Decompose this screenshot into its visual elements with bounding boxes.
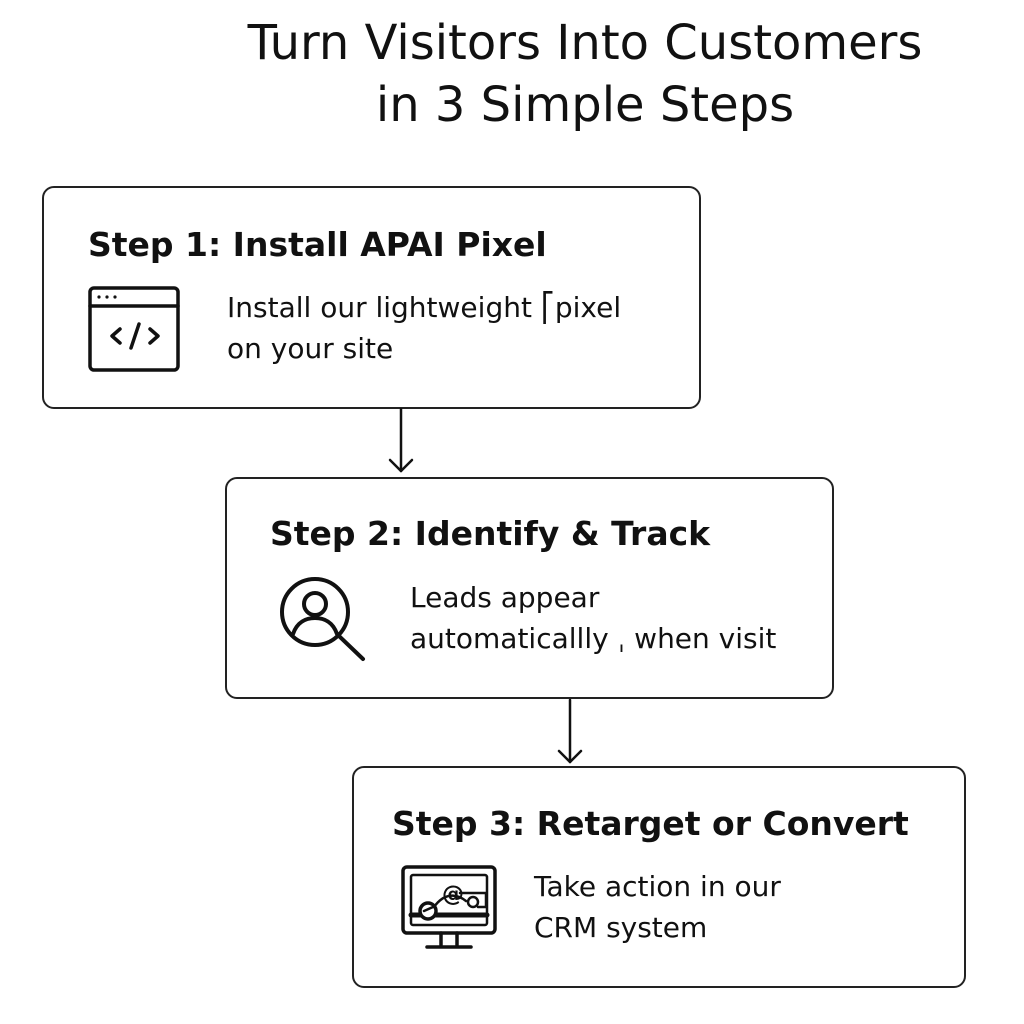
- step-1-description: Install our lightweight ⎡pixel on your s…: [227, 287, 621, 369]
- step-3-heading: Step 3: Retarget or Convert: [392, 804, 909, 843]
- step-3-description-line-1: Take action in our: [534, 870, 781, 903]
- step-2-card: Step 2: Identify & Track Leads appear au…: [225, 477, 834, 699]
- arrow-down-icon: [557, 699, 583, 764]
- step-1-card: Step 1: Install APAI Pixel Install our l…: [42, 186, 701, 409]
- step-2-description-line-2: automaticallly ˌ when visit: [410, 622, 777, 655]
- step-1-heading: Step 1: Install APAI Pixel: [88, 225, 547, 264]
- step-1-description-line-1: Install our lightweight ⎡pixel: [227, 291, 622, 324]
- step-3-card: Step 3: Retarget or Convert @ Take actio…: [352, 766, 966, 988]
- step-2-description-line-1: Leads appear: [410, 581, 600, 614]
- code-window-icon: [88, 286, 182, 376]
- step-3-description: Take action in our CRM system: [534, 866, 781, 948]
- arrow-down-icon: [388, 408, 414, 473]
- title-line-1: Turn Visitors Into Customers: [247, 15, 923, 71]
- step-1-description-line-2: on your site: [227, 332, 394, 365]
- crm-monitor-icon: @: [400, 863, 504, 959]
- step-2-description: Leads appear automaticallly ˌ when visit: [410, 577, 776, 659]
- title-line-2: in 3 Simple Steps: [375, 77, 795, 133]
- user-search-icon: [278, 575, 372, 667]
- page-title: Turn Visitors Into Customers in 3 Simple…: [150, 12, 1020, 136]
- step-3-description-line-2: CRM system: [534, 911, 708, 944]
- step-2-heading: Step 2: Identify & Track: [270, 514, 711, 553]
